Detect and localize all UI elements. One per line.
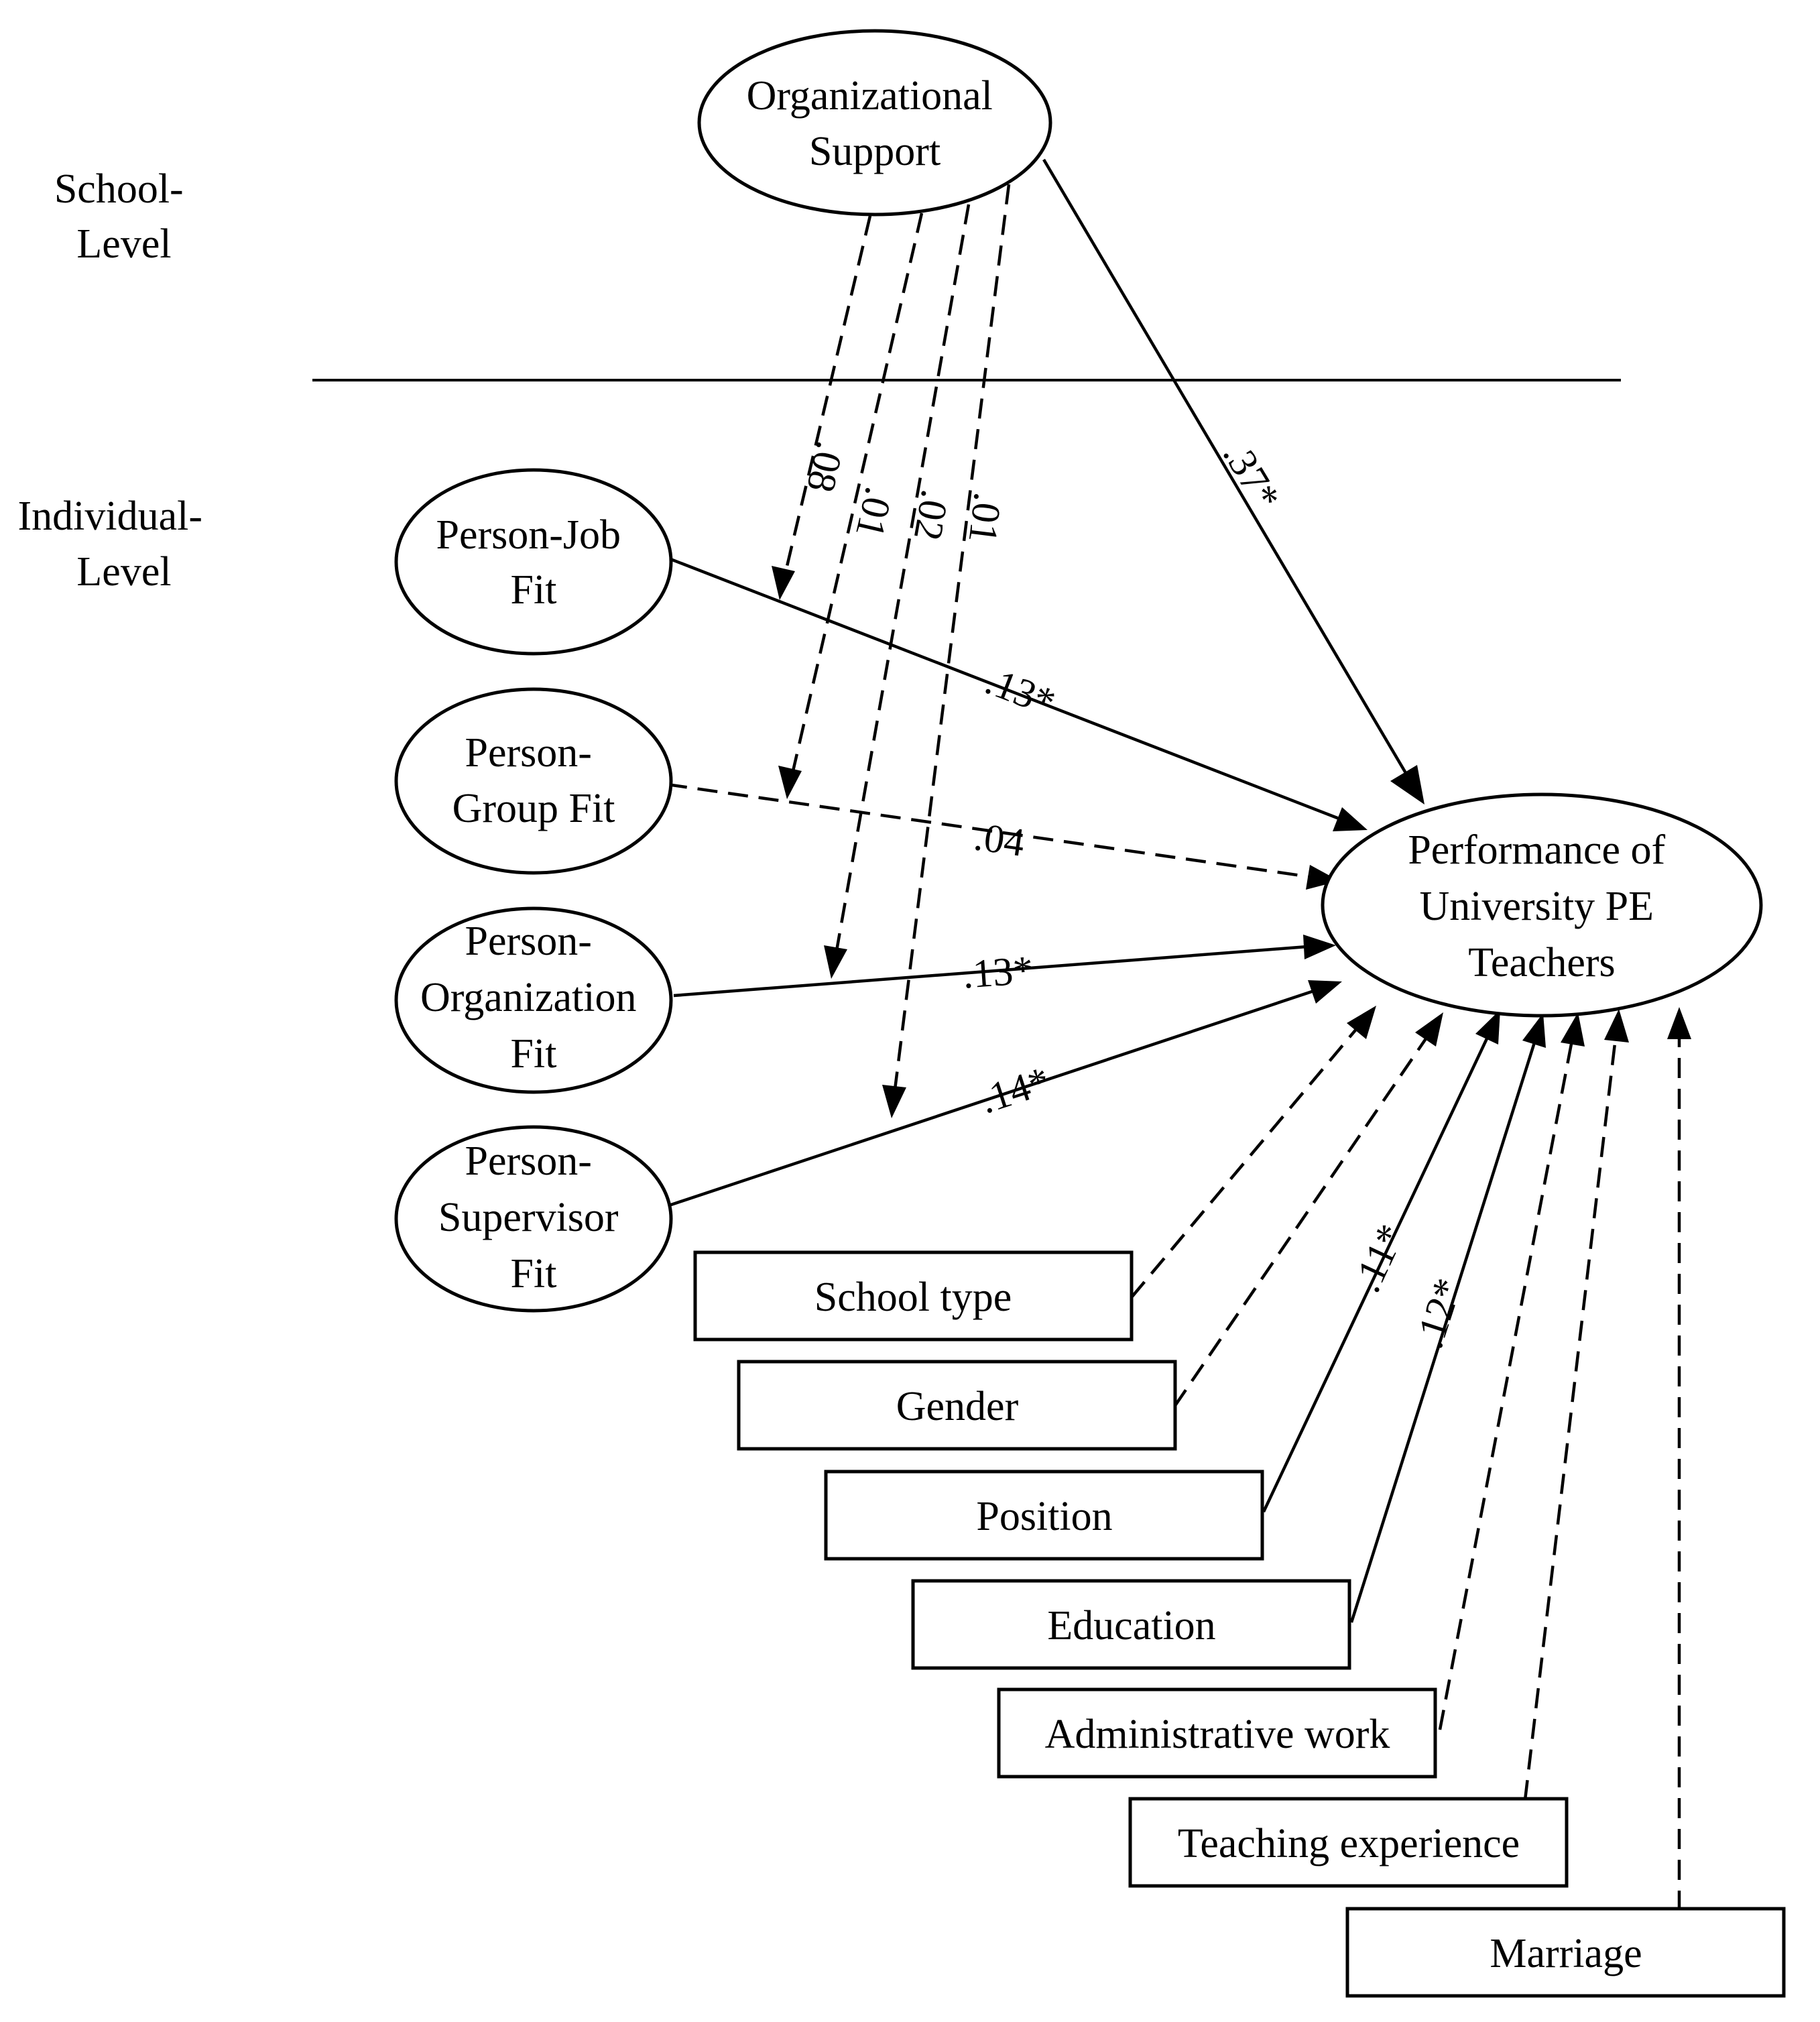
- school-level-label: School- Level: [54, 166, 194, 267]
- coef-os-to-po: .02: [906, 487, 958, 544]
- edge-os-to-ps-path: [893, 184, 1011, 1090]
- edge-teaching-exp-to-performance: [1523, 1037, 1618, 1801]
- arrowhead-position: [1475, 1010, 1500, 1045]
- arrowhead-teaching-exp: [1604, 1009, 1629, 1043]
- box-teaching-experience: Teaching experience: [1128, 1797, 1569, 1888]
- arrowhead-ps-to-performance: [1308, 980, 1342, 1004]
- box-administrative-work: Administrative work: [997, 1687, 1437, 1779]
- node-person-organization-fit: Person- Organization Fit: [394, 906, 673, 1094]
- arrowhead-os-to-pg-path: [778, 766, 802, 799]
- edge-os-to-pg-path: [791, 213, 924, 772]
- edge-position-to-performance: [1262, 1035, 1490, 1512]
- box-position: Position: [824, 1470, 1264, 1561]
- svg-text:Person- Group Fit: Person- Group Fit: [452, 730, 615, 831]
- node-person-supervisor-fit: Person- Supervisor Fit: [394, 1125, 673, 1313]
- edge-pj-to-performance: [663, 554, 1341, 821]
- edge-school-type-to-performance: [1130, 1026, 1359, 1299]
- edge-ps-to-performance: [668, 989, 1315, 1207]
- edge-admin-work-to-performance: [1438, 1040, 1574, 1730]
- box-education: Education: [911, 1579, 1351, 1670]
- coef-education-to-performance: .12*: [1406, 1273, 1470, 1354]
- svg-text:Marriage: Marriage: [1490, 1931, 1642, 1976]
- coef-ps-to-performance: .14*: [975, 1058, 1055, 1122]
- edge-os-to-po-path: [835, 204, 971, 951]
- arrowhead-gender: [1415, 1012, 1443, 1047]
- svg-text:Gender: Gender: [896, 1384, 1019, 1429]
- coef-os-to-pj: .08: [798, 438, 853, 497]
- arrowhead-marriage: [1667, 1007, 1691, 1039]
- edge-po-to-performance: [673, 945, 1308, 998]
- arrowhead-education: [1522, 1013, 1546, 1048]
- arrowhead-admin-work: [1561, 1012, 1585, 1047]
- coef-po-to-performance: .13*: [961, 947, 1034, 996]
- node-person-job-fit: Person-Job Fit: [394, 468, 673, 656]
- arrowhead-pg-to-performance: [1306, 865, 1339, 890]
- svg-text:Person-Job Fit: Person-Job Fit: [436, 512, 631, 613]
- arrowhead-os-to-performance: [1390, 765, 1424, 805]
- arrowhead-os-to-ps-path: [882, 1085, 906, 1118]
- node-performance: Performance of University PE Teachers: [1321, 792, 1763, 1018]
- box-gender: Gender: [737, 1360, 1177, 1451]
- arrowhead-school-type: [1347, 1006, 1376, 1039]
- svg-text:Position: Position: [976, 1494, 1112, 1539]
- coef-os-to-ps: .01: [961, 490, 1011, 545]
- edge-pg-to-performance: [666, 782, 1311, 879]
- individual-level-label: Individual- Level: [18, 493, 213, 595]
- coef-pj-to-performance: .13*: [979, 658, 1061, 725]
- coef-pg-to-performance: .04: [971, 814, 1027, 865]
- box-marriage: Marriage: [1345, 1907, 1786, 1998]
- edge-education-to-performance: [1349, 1040, 1537, 1623]
- svg-text:Administrative work: Administrative work: [1045, 1712, 1390, 1757]
- svg-text:School type: School type: [814, 1274, 1012, 1320]
- svg-text:Teaching experience: Teaching experience: [1178, 1821, 1520, 1866]
- svg-text:Person- Supervisor: Person- Supervisor Fit: [438, 1138, 629, 1297]
- node-organizational-support: Organizational Support: [697, 29, 1052, 217]
- box-school-type: School type: [693, 1250, 1134, 1342]
- arrowhead-po-to-performance: [1303, 935, 1336, 959]
- arrowhead-pj-to-performance: [1333, 807, 1368, 831]
- svg-text:Person- Organization: Person- Organization Fit: [420, 918, 647, 1077]
- svg-text:Organizational Support: Organizational Support: [747, 73, 1004, 174]
- svg-text:Education: Education: [1047, 1603, 1215, 1649]
- svg-text:Performance of Universit: Performance of University PE Teachers: [1408, 827, 1675, 986]
- edge-gender-to-performance: [1173, 1034, 1429, 1408]
- coef-position-to-performance: .11*: [1344, 1217, 1413, 1299]
- coef-os-to-performance: .37*: [1215, 434, 1289, 518]
- arrowhead-os-to-pj-path: [772, 566, 795, 600]
- node-person-group-fit: Person- Group Fit: [394, 687, 673, 875]
- coef-os-to-pg: .01: [847, 483, 902, 542]
- arrowhead-os-to-po-path: [824, 945, 847, 979]
- edge-os-to-performance: [1042, 158, 1409, 778]
